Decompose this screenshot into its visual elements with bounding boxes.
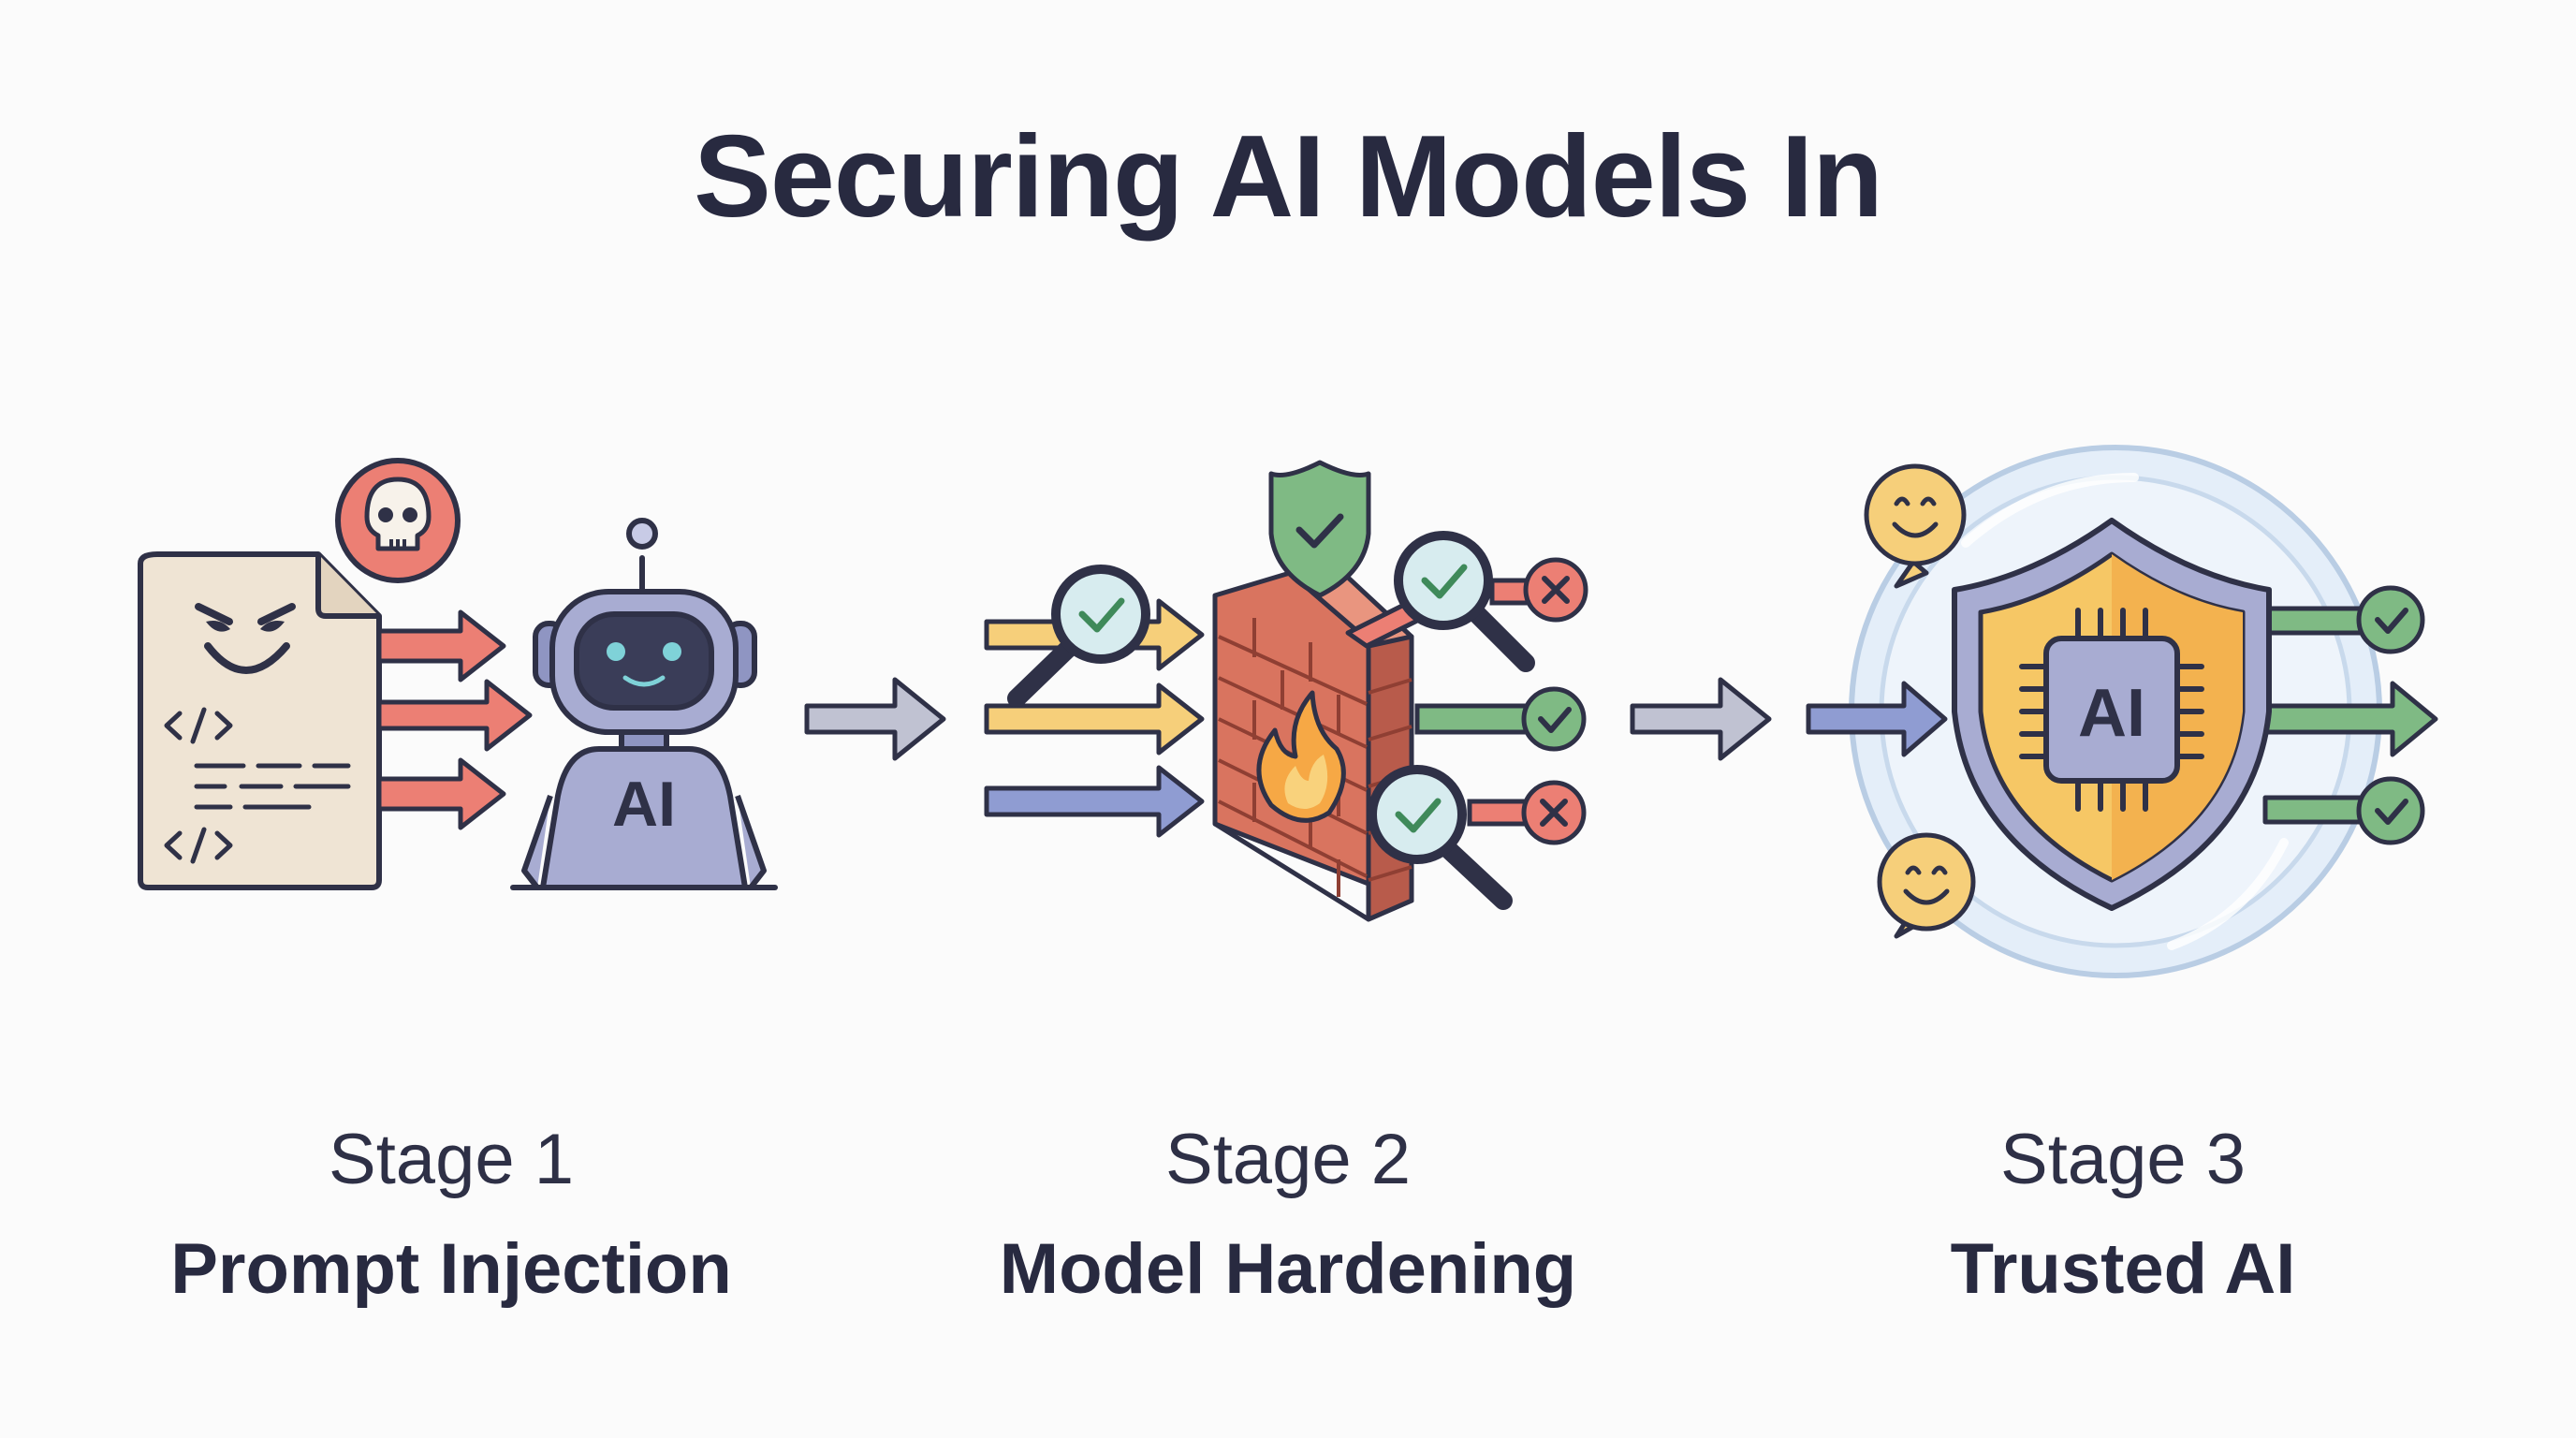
shield-check-icon [1268,460,1371,598]
smiley-bubble-icon [1864,463,1967,589]
stage-2-number: Stage 2 [1165,1120,1411,1199]
robot-icon [510,518,778,890]
stage-3-name: Trusted AI [1950,1229,2296,1309]
robot-chest-label: AI [612,769,676,840]
stage-1-number: Stage 1 [329,1120,574,1199]
injection-arrows [376,609,533,830]
check-circle-icon [2356,585,2425,654]
magnifier-check-icon [1368,765,1513,910]
stage-3-illustration: AI [1806,445,2438,978]
stage-connector-arrow-1 [804,677,946,761]
outgoing-arrows [2262,606,2438,825]
chip-icon [2019,608,2204,812]
stage-connector-arrow-2 [1630,677,1772,761]
fire-icon [1256,690,1346,823]
stage-3-number: Stage 3 [2000,1120,2246,1199]
incoming-arrow [1806,681,1948,757]
skull-icon [335,458,461,583]
stage-2-illustration [984,460,1588,922]
diagram-title: Securing AI Models In [694,112,1883,242]
code-icon [164,707,351,864]
check-circle-icon [2356,776,2425,845]
stage-2-name: Model Hardening [999,1229,1577,1309]
chip-label: AI [2078,676,2145,751]
smiley-bubble-icon [1877,832,1976,939]
malicious-document-icon [138,551,382,890]
stage-1-name: Prompt Injection [170,1229,732,1309]
magnifier-check-icon [1394,531,1535,672]
stage-1-illustration: AI [138,458,778,890]
magnifier-check-icon [1007,565,1150,708]
x-circle-icon [1521,780,1587,845]
angry-face-icon [195,603,296,674]
x-circle-icon [1523,557,1588,623]
check-circle-icon [1521,686,1587,752]
